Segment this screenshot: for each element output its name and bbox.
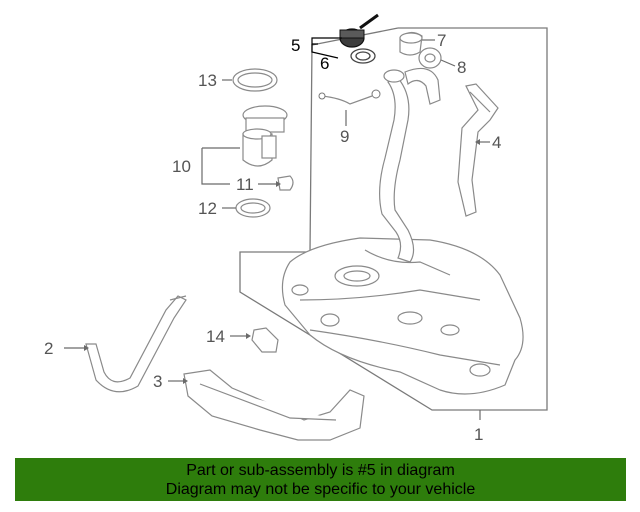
info-banner: Part or sub-assembly is #5 in diagram Di… bbox=[15, 458, 626, 501]
callout-8: 8 bbox=[457, 58, 466, 77]
assembly-outline bbox=[239, 27, 548, 411]
banner-line-part-number: Part or sub-assembly is #5 in diagram bbox=[186, 462, 455, 479]
fitting-part-7 bbox=[399, 31, 423, 56]
fuel-cap-part-5 bbox=[339, 13, 379, 48]
clip-part-11 bbox=[277, 175, 294, 191]
fuel-pump-module-part-10 bbox=[242, 105, 288, 167]
callout-12: 12 bbox=[198, 199, 217, 218]
callout-4: 4 bbox=[492, 133, 501, 152]
sensor-part-14 bbox=[251, 327, 279, 353]
callout-3: 3 bbox=[153, 372, 162, 391]
callout-9: 9 bbox=[340, 127, 349, 146]
callout-1: 1 bbox=[474, 425, 483, 444]
callout-6: 6 bbox=[320, 54, 329, 73]
callout-11: 11 bbox=[236, 175, 254, 194]
banner-line-disclaimer: Diagram may not be specific to your vehi… bbox=[165, 481, 476, 498]
tank-strap-part-2 bbox=[85, 295, 187, 393]
heat-shield-part-3 bbox=[183, 369, 365, 441]
callout-13: 13 bbox=[198, 71, 217, 90]
filler-bracket bbox=[457, 83, 499, 217]
filler-neck bbox=[379, 67, 441, 263]
gasket-part-12 bbox=[235, 198, 271, 218]
callout-7: 7 bbox=[437, 31, 446, 50]
fitting-part-8 bbox=[418, 47, 442, 69]
callout-10: 10 bbox=[172, 157, 191, 176]
callout-2: 2 bbox=[44, 339, 53, 358]
lock-ring-part-13 bbox=[232, 68, 278, 92]
fuel-tank bbox=[281, 237, 524, 395]
vent-hose-part-9 bbox=[318, 89, 381, 105]
callout-14: 14 bbox=[206, 327, 225, 346]
callout-5: 5 bbox=[291, 36, 300, 55]
seal-ring-part-6 bbox=[350, 48, 376, 64]
